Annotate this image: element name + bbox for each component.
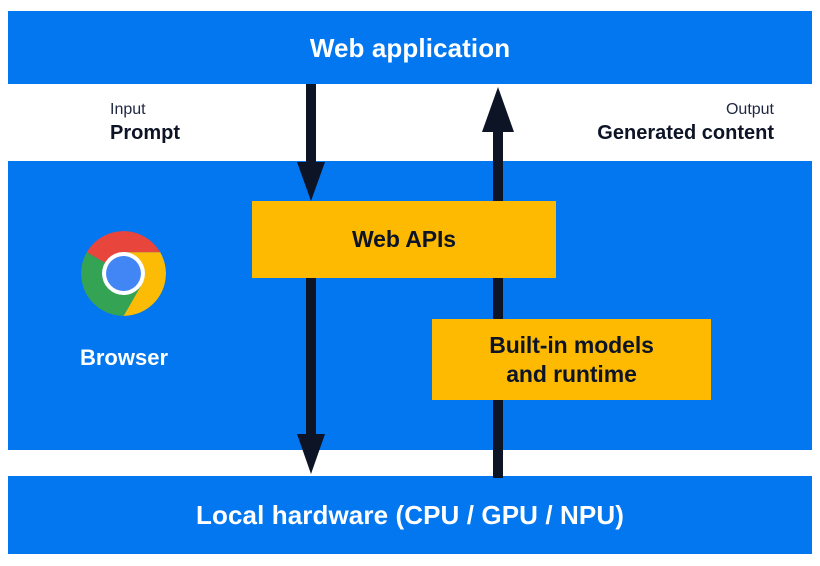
output-kind-label: Output [725, 101, 774, 118]
input-kind-label: Input [110, 101, 146, 118]
component-builtin-models-line1: Built-in models [489, 332, 654, 359]
layer-local-hardware-label: Local hardware (CPU / GPU / NPU) [196, 500, 624, 530]
layer-web-application: Web application [8, 11, 812, 84]
output-value-label: Generated content [597, 121, 774, 144]
component-web-apis[interactable]: Web APIs [252, 201, 556, 278]
input-value-label: Prompt [110, 121, 180, 144]
connector-output-flow [482, 87, 514, 478]
output-annotation: Output Generated content [597, 100, 774, 145]
layer-browser-label: Browser [79, 345, 169, 370]
input-annotation: Input Prompt [110, 100, 180, 145]
layer-web-application-label: Web application [309, 32, 511, 63]
chrome-logo-icon [81, 231, 166, 316]
component-web-apis-label: Web APIs [351, 226, 456, 253]
component-builtin-models-line2: and runtime [506, 360, 637, 387]
connector-input-flow [297, 84, 325, 474]
component-builtin-models-label: Built-in models and runtime [489, 331, 654, 387]
layer-local-hardware: Local hardware (CPU / GPU / NPU) [8, 476, 812, 554]
component-builtin-models[interactable]: Built-in models and runtime [432, 319, 711, 400]
